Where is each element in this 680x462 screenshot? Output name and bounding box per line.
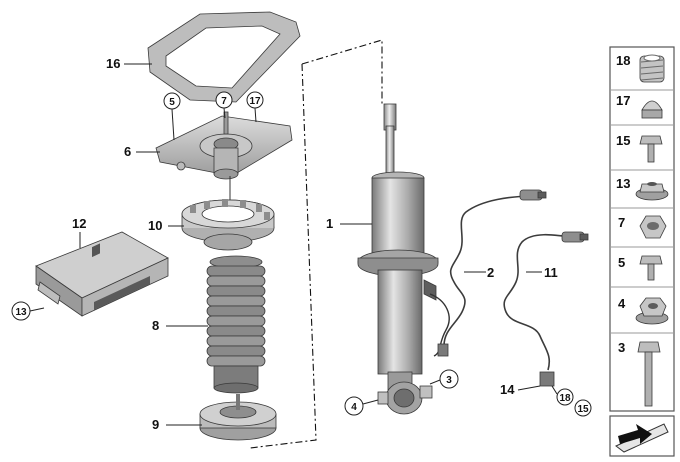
leader-7 bbox=[223, 107, 226, 119]
svg-text:3: 3 bbox=[446, 375, 452, 386]
callout-16: 16 bbox=[106, 56, 120, 71]
svg-text:5: 5 bbox=[169, 97, 175, 108]
leader-5 bbox=[171, 108, 175, 141]
assembly-line-left bbox=[249, 63, 317, 449]
bolt-icon bbox=[639, 255, 663, 281]
sidebar-label-7: 7 bbox=[618, 215, 625, 230]
leader-4 bbox=[362, 399, 379, 405]
svg-text:15: 15 bbox=[577, 404, 589, 415]
callout-8: 8 bbox=[152, 318, 159, 333]
callout-15-circle: 15 bbox=[574, 399, 592, 417]
top-support-plate-part bbox=[155, 111, 293, 180]
leader-14 bbox=[517, 385, 541, 391]
bolt-short-icon bbox=[639, 135, 663, 163]
svg-text:13: 13 bbox=[15, 307, 27, 318]
callout-6: 6 bbox=[124, 144, 131, 159]
leader-3 bbox=[429, 379, 441, 385]
callout-17-circle: 17 bbox=[246, 91, 264, 109]
callout-13-circle: 13 bbox=[11, 301, 31, 321]
spring-pad-part bbox=[181, 199, 275, 251]
svg-text:4: 4 bbox=[351, 402, 357, 413]
callout-2: 2 bbox=[487, 265, 494, 280]
flange-nut-icon bbox=[635, 182, 669, 201]
collar-nut-icon bbox=[635, 297, 669, 325]
callout-4-circle: 4 bbox=[344, 396, 364, 416]
dust-bellows-part bbox=[206, 255, 266, 394]
sidebar-label-4: 4 bbox=[618, 296, 626, 311]
callout-14: 14 bbox=[500, 382, 515, 397]
arrow-ramp-icon bbox=[609, 415, 675, 457]
svg-text:17: 17 bbox=[249, 96, 261, 107]
callout-5-circle: 5 bbox=[163, 92, 181, 110]
sidebar-label-18: 18 bbox=[616, 53, 630, 68]
control-unit-part bbox=[35, 231, 169, 317]
long-bolt-icon bbox=[637, 341, 661, 407]
sidebar-label-5: 5 bbox=[618, 255, 625, 270]
leader-17 bbox=[254, 107, 257, 123]
leader-13 bbox=[29, 307, 45, 312]
cap-nut-icon bbox=[641, 100, 663, 119]
hex-nut-icon bbox=[639, 215, 667, 239]
callout-10: 10 bbox=[148, 218, 162, 233]
leader-18-15 bbox=[551, 385, 558, 395]
mount-frame-part bbox=[147, 11, 301, 103]
sidebar-label-15: 15 bbox=[616, 133, 630, 148]
sidebar-label-17: 17 bbox=[616, 93, 630, 108]
callout-1: 1 bbox=[326, 216, 333, 231]
bellows-ribs bbox=[206, 265, 266, 367]
callout-12: 12 bbox=[72, 216, 86, 231]
callout-11: 11 bbox=[544, 265, 558, 280]
svg-text:18: 18 bbox=[559, 393, 571, 404]
assembly-line-top bbox=[301, 39, 383, 104]
lower-spring-pad-part bbox=[199, 394, 277, 441]
sidebar-label-13: 13 bbox=[616, 176, 630, 191]
callout-7-circle: 7 bbox=[215, 91, 233, 109]
sidebar-label-3: 3 bbox=[618, 340, 625, 355]
callout-3-circle: 3 bbox=[439, 369, 459, 389]
sensor-cable-part bbox=[437, 189, 547, 357]
svg-text:7: 7 bbox=[221, 96, 227, 107]
callout-18-circle: 18 bbox=[556, 388, 574, 406]
sensor-cable-2-part bbox=[503, 231, 589, 387]
threaded-insert-icon bbox=[639, 54, 665, 83]
callout-9: 9 bbox=[152, 417, 159, 432]
shock-absorber-part bbox=[357, 103, 450, 415]
